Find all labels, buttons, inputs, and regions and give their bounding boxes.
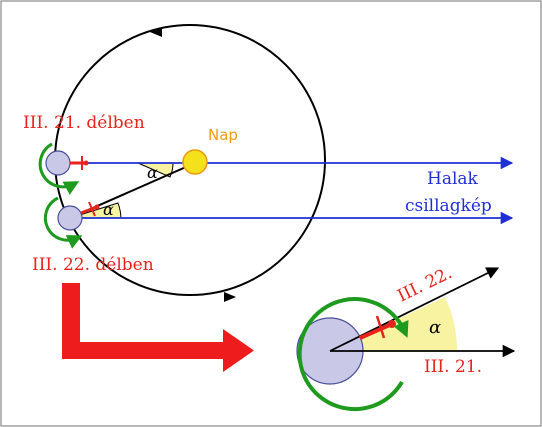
earth-icon xyxy=(57,205,83,231)
rotation-arrow-icon xyxy=(38,142,80,195)
orbit-direction-arrow-bottom xyxy=(224,292,236,302)
rotation-arrow-icon xyxy=(43,196,83,249)
label-constellation-line2: csillagkép xyxy=(405,196,492,216)
earth-icon xyxy=(45,150,71,176)
observer-marker-icon xyxy=(70,156,89,170)
label-alpha-earth: α xyxy=(103,200,114,219)
rotation-arrow-icon xyxy=(297,297,409,412)
label-date-noon-1: III. 21. délben xyxy=(23,113,145,133)
label-alpha-sun: α xyxy=(147,163,158,182)
label-detail-date-2: III. 21. xyxy=(424,357,482,377)
sun-icon xyxy=(182,149,208,175)
orbit-direction-arrow-top xyxy=(150,27,162,37)
observer-marker-icon xyxy=(80,201,100,217)
label-date-noon-2: III. 22. délben xyxy=(32,255,154,275)
transition-arrow xyxy=(62,283,254,372)
detail-view: III. 22. III. 21. α xyxy=(296,263,516,412)
detail-direction-line-2 xyxy=(329,267,500,352)
label-constellation-line1: Halak xyxy=(427,169,479,189)
label-sun: Nap xyxy=(208,126,238,144)
label-alpha-detail: α xyxy=(429,317,441,338)
